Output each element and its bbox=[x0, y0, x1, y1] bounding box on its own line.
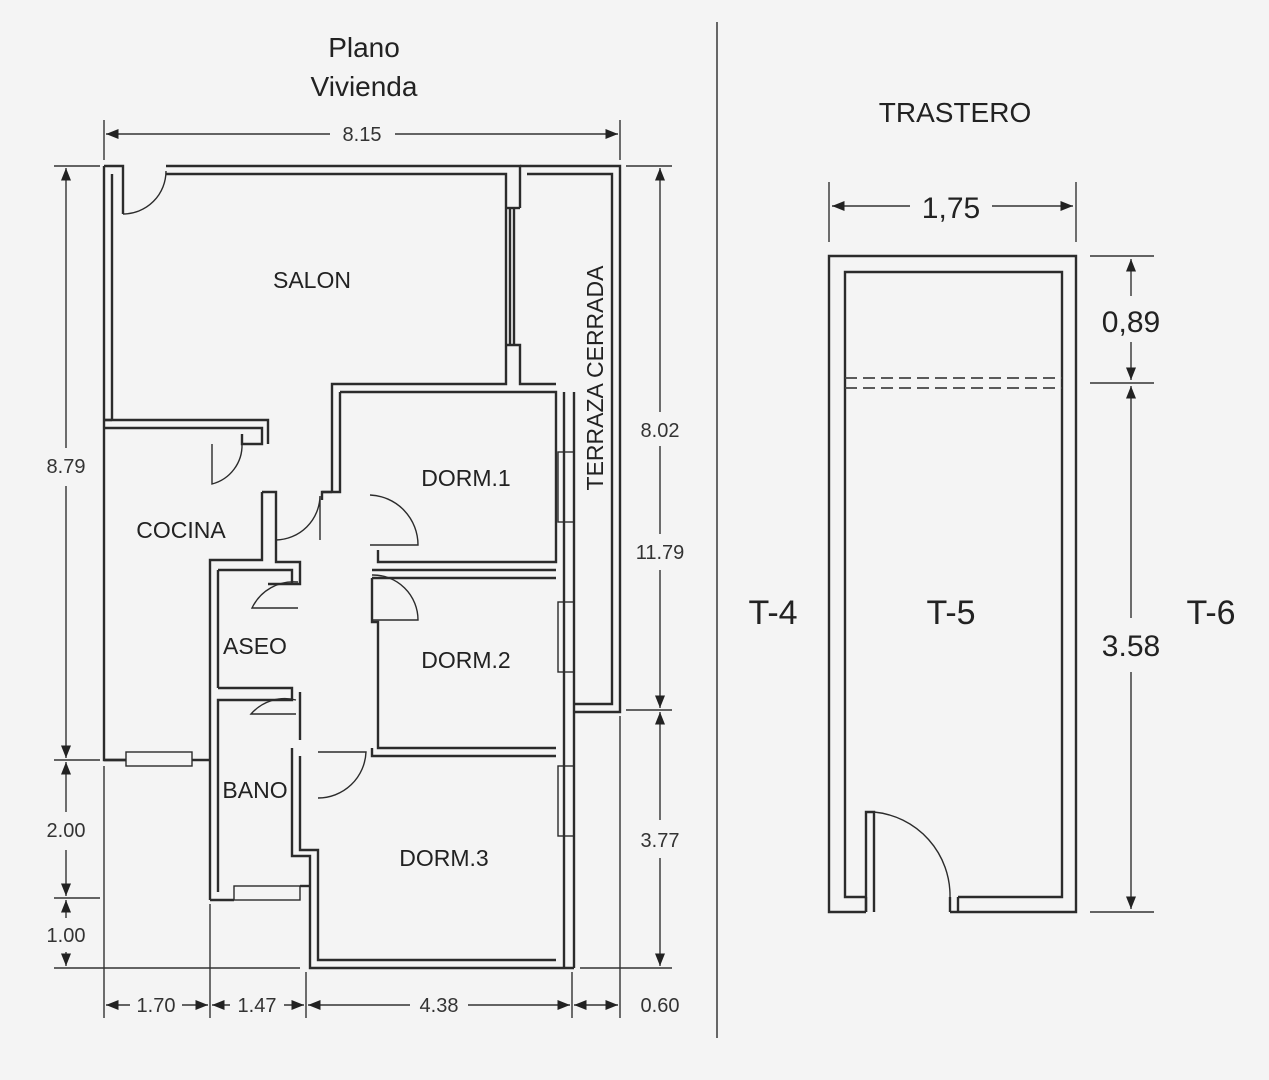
vivienda-walls bbox=[102, 164, 622, 970]
trastero-upper-height-label: 0,89 bbox=[1102, 306, 1160, 339]
dim-total-width: 8.15 bbox=[343, 124, 382, 146]
unit-label-t4: T-4 bbox=[748, 594, 797, 632]
room-label-dorm2: DORM.2 bbox=[421, 647, 510, 673]
room-label-dorm3: DORM.3 bbox=[399, 845, 488, 871]
unit-label-t5: T-5 bbox=[926, 594, 975, 632]
dim-left-height: 8.79 bbox=[47, 456, 86, 478]
room-label-cocina: COCINA bbox=[136, 517, 226, 543]
trastero-lower-height-label: 3.58 bbox=[1102, 630, 1160, 663]
vivienda-dimension-lines bbox=[54, 120, 672, 1018]
trastero-title: TRASTERO bbox=[879, 97, 1031, 128]
dim-left-lower-1: 2.00 bbox=[47, 820, 86, 842]
room-label-dorm1: DORM.1 bbox=[421, 465, 510, 491]
room-label-salon: SALON bbox=[273, 267, 351, 293]
dim-right-upper: 8.02 bbox=[641, 420, 680, 442]
room-label-aseo: ASEO bbox=[223, 633, 287, 659]
unit-label-t6: T-6 bbox=[1186, 594, 1235, 632]
dim-left-lower-2: 1.00 bbox=[47, 925, 86, 947]
trastero-walls bbox=[827, 254, 1078, 914]
dim-bottom-2: 1.47 bbox=[238, 995, 277, 1017]
dim-bottom-3: 4.38 bbox=[420, 995, 459, 1017]
trastero-dimension-lines bbox=[828, 182, 1154, 913]
dim-bottom-1: 1.70 bbox=[137, 995, 176, 1017]
door-swings bbox=[122, 170, 419, 799]
room-label-bano: BANO bbox=[222, 777, 287, 803]
dim-right-total: 11.79 bbox=[636, 542, 685, 564]
plan-title-line2: Vivienda bbox=[311, 71, 418, 102]
trastero-width-label: 1,75 bbox=[922, 192, 980, 225]
dim-bottom-4: 0.60 bbox=[641, 995, 680, 1017]
room-label-terraza: TERRAZA CERRADA bbox=[582, 265, 608, 491]
plan-title-line1: Plano bbox=[328, 32, 400, 63]
dim-right-lower: 3.77 bbox=[641, 830, 680, 852]
